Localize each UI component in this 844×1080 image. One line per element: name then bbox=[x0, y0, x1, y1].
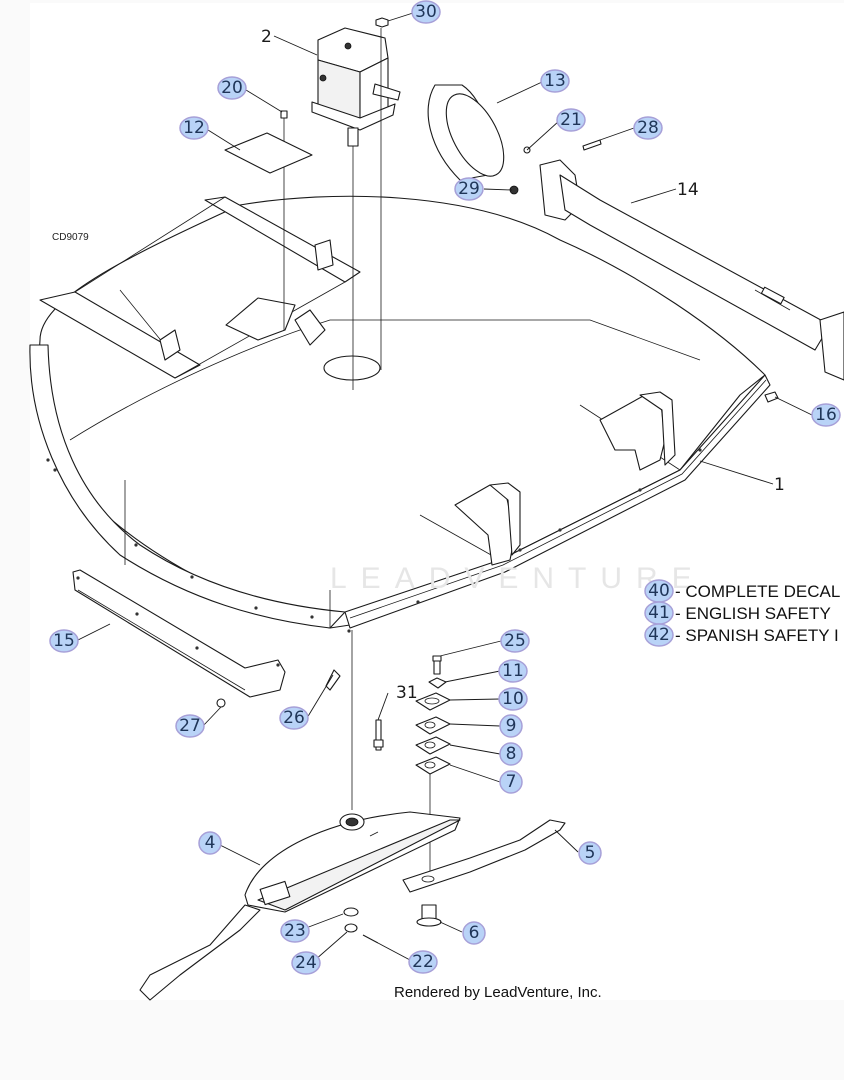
callout-30[interactable]: 30 bbox=[411, 0, 441, 24]
deck-access-plate-outline bbox=[225, 297, 296, 341]
svg-text:27: 27 bbox=[179, 716, 201, 736]
svg-text:26: 26 bbox=[283, 708, 305, 728]
svg-text:42: 42 bbox=[648, 625, 670, 645]
callout-20[interactable]: 20 bbox=[217, 76, 247, 100]
legend-item-41[interactable]: 41 - ENGLISH SAFETY bbox=[644, 601, 831, 625]
legend-item-42[interactable]: 42 - SPANISH SAFETY I bbox=[644, 623, 839, 647]
svg-text:6: 6 bbox=[469, 923, 480, 943]
svg-text:25: 25 bbox=[504, 631, 526, 651]
callout-6[interactable]: 6 bbox=[462, 921, 486, 945]
legend-text-40: - COMPLETE DECAL bbox=[675, 582, 840, 601]
svg-text:12: 12 bbox=[183, 118, 205, 138]
svg-text:9: 9 bbox=[506, 716, 517, 736]
callout-15[interactable]: 15 bbox=[49, 629, 79, 653]
svg-text:41: 41 bbox=[648, 603, 670, 623]
blade-carrier-4[interactable] bbox=[244, 811, 461, 913]
svg-text:20: 20 bbox=[221, 78, 243, 98]
watermark: LEADVENTURE bbox=[330, 562, 706, 595]
svg-text:30: 30 bbox=[415, 2, 437, 22]
callout-16[interactable]: 16 bbox=[811, 403, 841, 427]
svg-text:7: 7 bbox=[506, 772, 517, 792]
legend-text-41: - ENGLISH SAFETY bbox=[675, 604, 831, 623]
rear-bar-15[interactable] bbox=[72, 569, 286, 698]
svg-text:8: 8 bbox=[506, 744, 517, 764]
cotter-pin-22[interactable] bbox=[362, 934, 379, 944]
callout-12[interactable]: 12 bbox=[179, 116, 209, 140]
svg-text:21: 21 bbox=[560, 110, 582, 130]
callout-29[interactable]: 29 bbox=[454, 177, 484, 201]
svg-text:13: 13 bbox=[544, 71, 566, 91]
washer-23[interactable] bbox=[343, 907, 359, 917]
callout-7[interactable]: 7 bbox=[499, 770, 523, 794]
legend-text-42: - SPANISH SAFETY I bbox=[675, 626, 839, 645]
svg-text:29: 29 bbox=[458, 179, 480, 199]
callout-25[interactable]: 25 bbox=[500, 629, 530, 653]
callout-26[interactable]: 26 bbox=[279, 706, 309, 730]
cover-plate-12[interactable] bbox=[224, 132, 313, 174]
label-14[interactable]: 14 bbox=[677, 180, 699, 200]
drawing-id: CD9079 bbox=[52, 232, 89, 243]
callout-28[interactable]: 28 bbox=[633, 116, 663, 140]
callout-11[interactable]: 11 bbox=[498, 659, 528, 683]
leader-lines bbox=[77, 12, 813, 961]
svg-text:5: 5 bbox=[585, 843, 596, 863]
label-2[interactable]: 2 bbox=[261, 27, 272, 47]
blade-5[interactable] bbox=[402, 819, 566, 893]
callout-21[interactable]: 21 bbox=[556, 108, 586, 132]
blade-bolt-6[interactable] bbox=[416, 904, 442, 927]
callout-23[interactable]: 23 bbox=[280, 919, 310, 943]
svg-text:24: 24 bbox=[295, 953, 317, 973]
driveline-shield-13[interactable] bbox=[427, 84, 515, 185]
svg-text:4: 4 bbox=[205, 833, 216, 853]
label-31[interactable]: 31 bbox=[396, 683, 418, 703]
callout-9[interactable]: 9 bbox=[499, 714, 523, 738]
blade-left[interactable] bbox=[139, 904, 261, 1001]
mower-deck[interactable] bbox=[29, 195, 771, 633]
svg-text:22: 22 bbox=[412, 952, 434, 972]
legend-item-40[interactable]: 40 - COMPLETE DECAL bbox=[644, 579, 840, 603]
callout-22[interactable]: 22 bbox=[408, 950, 438, 974]
decal-legend: 40 - COMPLETE DECAL 41 - ENGLISH SAFETY … bbox=[644, 579, 840, 647]
render-credit: Rendered by LeadVenture, Inc. bbox=[394, 984, 602, 1001]
blade-bolt-stack[interactable] bbox=[415, 655, 451, 880]
callout-13[interactable]: 13 bbox=[540, 69, 570, 93]
svg-text:40: 40 bbox=[648, 581, 670, 601]
driveline-14[interactable] bbox=[539, 159, 844, 381]
svg-text:28: 28 bbox=[637, 118, 659, 138]
callout-10[interactable]: 10 bbox=[498, 687, 528, 711]
svg-text:11: 11 bbox=[502, 661, 524, 681]
bolt-31[interactable] bbox=[373, 719, 384, 751]
pin-28[interactable] bbox=[582, 139, 602, 151]
callout-5[interactable]: 5 bbox=[578, 841, 602, 865]
svg-text:16: 16 bbox=[815, 405, 837, 425]
svg-text:23: 23 bbox=[284, 921, 306, 941]
callout-4[interactable]: 4 bbox=[198, 831, 222, 855]
callout-8[interactable]: 8 bbox=[499, 742, 523, 766]
svg-text:10: 10 bbox=[502, 689, 524, 709]
bracket-16[interactable] bbox=[764, 391, 779, 403]
gearbox[interactable] bbox=[311, 27, 401, 147]
callout-24[interactable]: 24 bbox=[291, 951, 321, 975]
label-1[interactable]: 1 bbox=[774, 475, 785, 495]
nut-24[interactable] bbox=[344, 923, 358, 933]
nut-27[interactable] bbox=[216, 698, 226, 708]
nut-30[interactable] bbox=[375, 17, 389, 28]
bolt-20[interactable] bbox=[280, 110, 288, 119]
bolt-26[interactable] bbox=[325, 669, 341, 691]
callout-27[interactable]: 27 bbox=[175, 714, 205, 738]
svg-text:15: 15 bbox=[53, 631, 75, 651]
